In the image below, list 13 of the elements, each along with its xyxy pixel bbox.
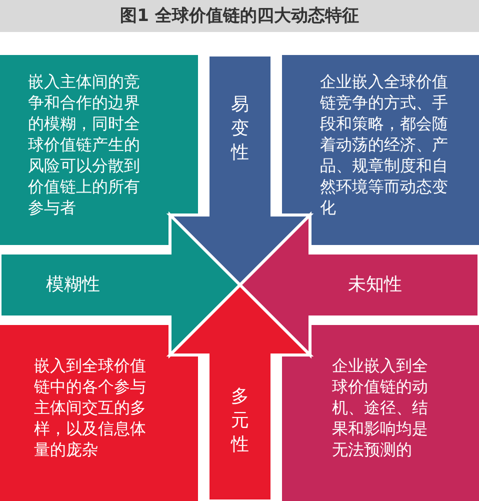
arrow-label: 未知性: [348, 275, 402, 295]
description-text: 嵌入到全球价值链中的各个参与主体间交互的多样，以及信息体量的庞杂: [34, 355, 147, 460]
description-text: 嵌入主体间的竞争和合作的边界的模糊，同时全球价值链产生的风险可以分散到价值链上的所有参与者: [28, 71, 141, 218]
arrow-label: 易变性: [230, 93, 250, 165]
arrow-label: 模糊性: [46, 275, 100, 295]
text-panel: [282, 55, 479, 245]
text-panel: [0, 55, 198, 245]
arrow-label: 多元性: [230, 385, 250, 457]
text-panel: [0, 325, 198, 501]
description-text: 企业嵌入全球价值链竞争的方式、手段和策略，都会随着动荡的经济、产品、规章制度和自然环境等而动态变化: [320, 71, 448, 218]
figure-title: 图1 全球价值链的四大动态特征: [0, 0, 479, 32]
text-panel: [282, 325, 479, 501]
description-text: 企业嵌入到全球价值链的动机、途径、结果和影响均是无法预测的: [332, 355, 429, 460]
